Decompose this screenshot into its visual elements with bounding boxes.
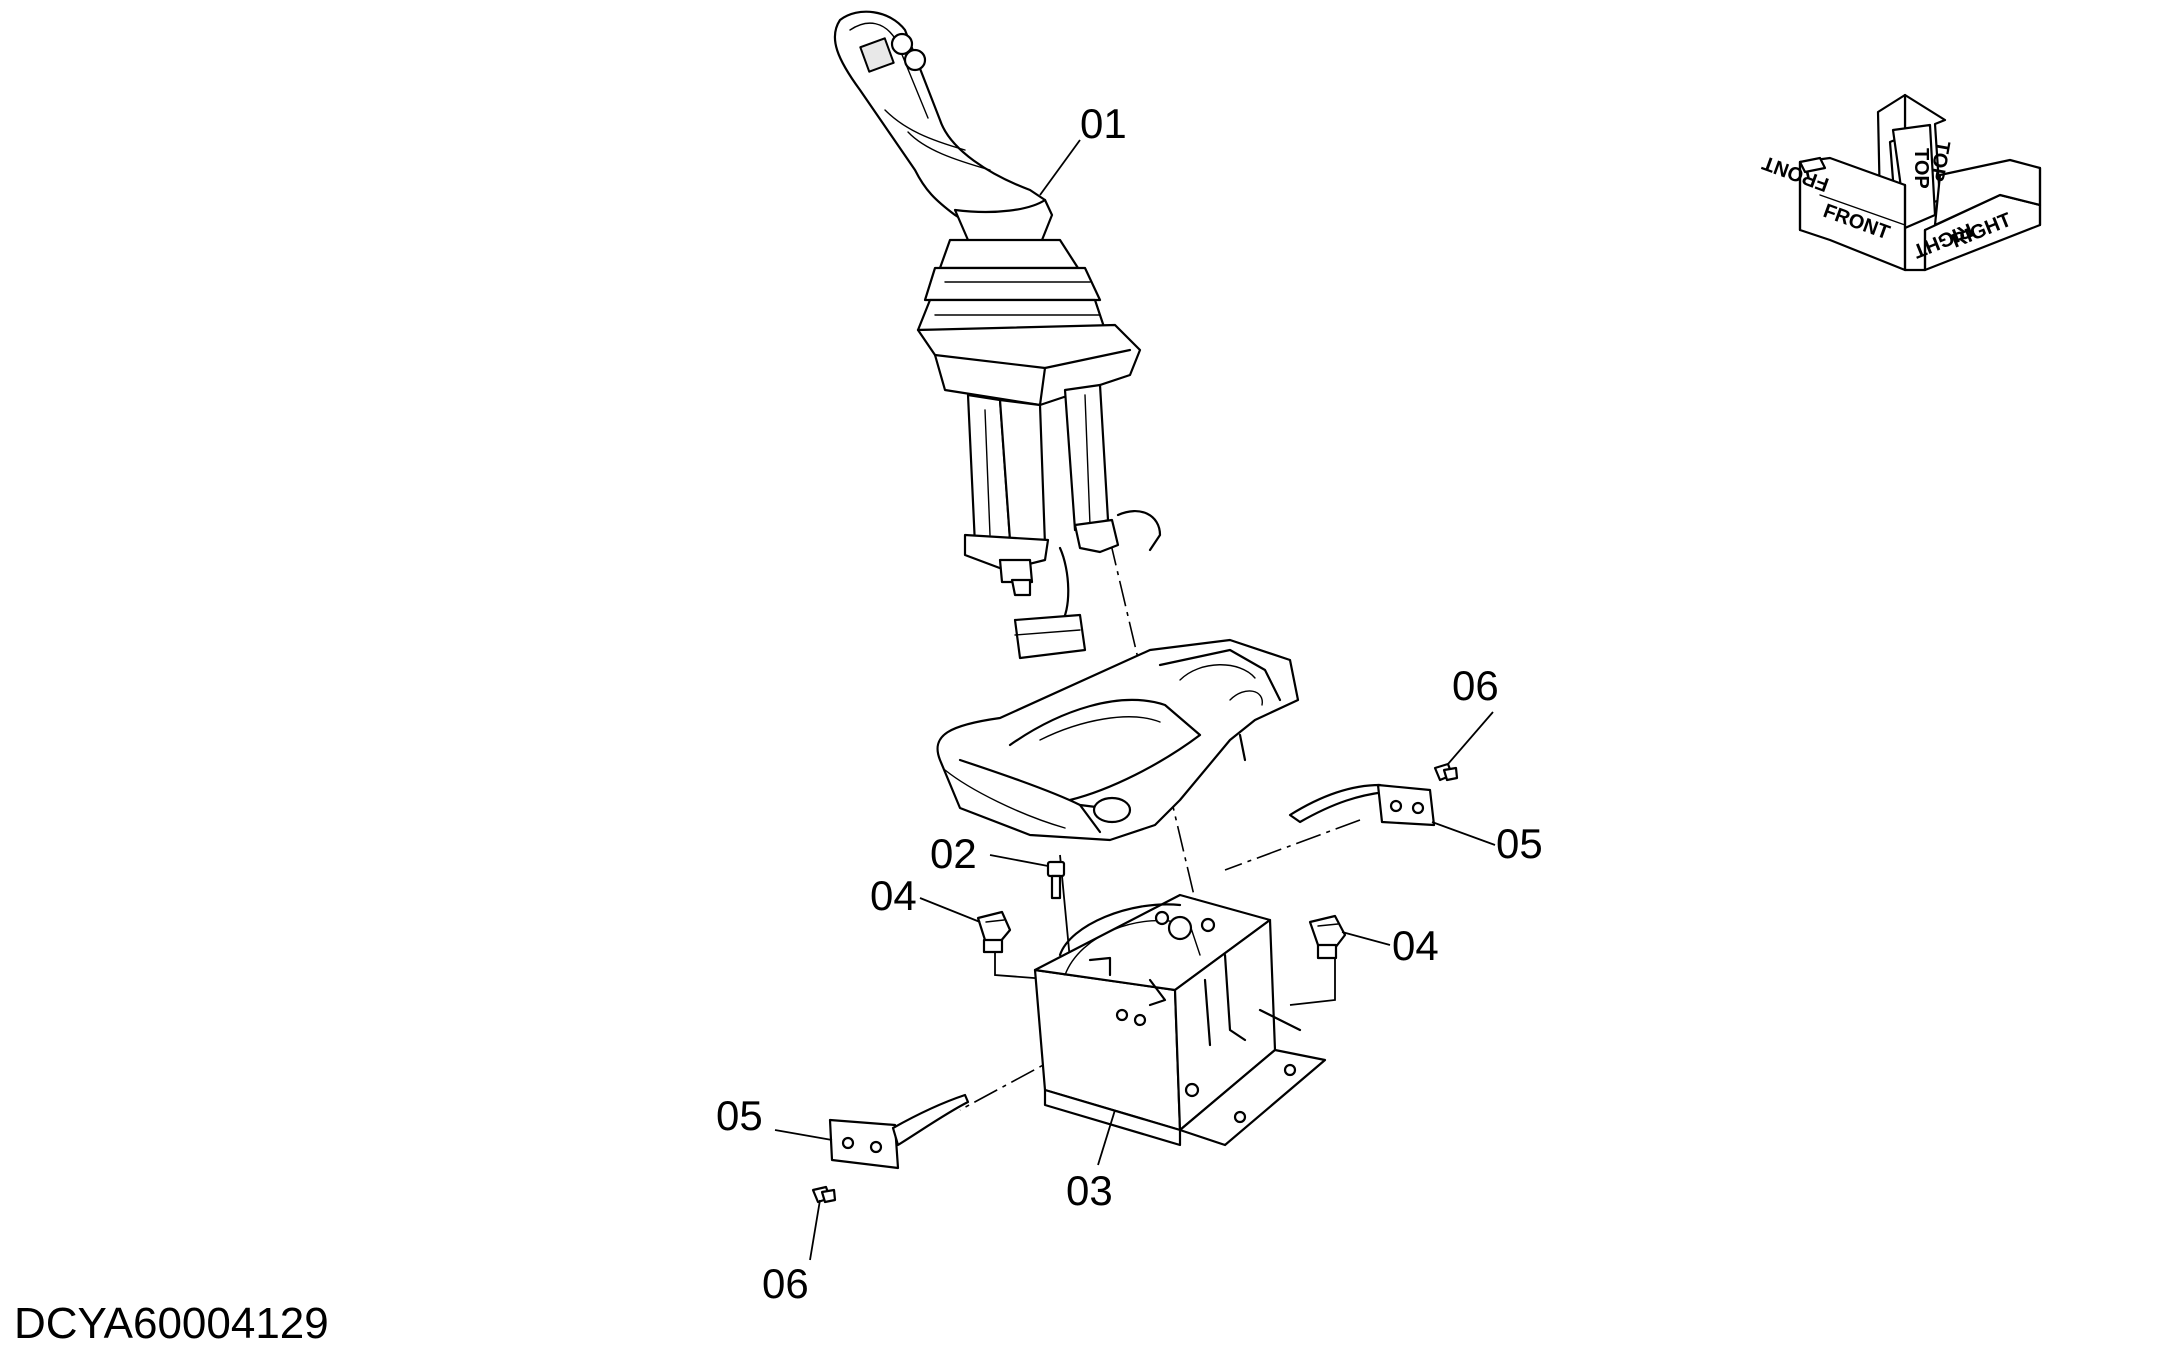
callouts: 01 02 03 04 04 05 05 06 06 — [716, 100, 1543, 1307]
callout-05-right: 05 — [1496, 820, 1543, 867]
small-screw-right — [1433, 762, 1459, 782]
plate-left — [828, 1093, 970, 1170]
bolt-left — [976, 910, 1012, 954]
top-label: TOP — [1910, 148, 1932, 189]
callout-03: 03 — [1066, 1167, 1113, 1214]
callout-02: 02 — [930, 830, 977, 877]
drawing-number: DCYA60004129 — [14, 1299, 329, 1348]
plate-right — [1288, 783, 1436, 827]
small-screw-left — [811, 1185, 837, 1204]
joystick-lever — [833, 10, 1162, 660]
screw — [1046, 860, 1066, 900]
callout-06-right: 06 — [1452, 662, 1499, 709]
orientation-compass: FRONT FRONT TOP TOP RIGHT RIGHT — [1760, 93, 2042, 272]
callout-01: 01 — [1080, 100, 1127, 147]
callout-06-left: 06 — [762, 1260, 809, 1307]
console-cover — [936, 638, 1300, 842]
bracket — [1033, 893, 1327, 1147]
leader-lines — [774, 139, 1496, 1261]
bolt-right — [1308, 914, 1347, 960]
callout-04-right: 04 — [1392, 922, 1439, 969]
callout-05-left: 05 — [716, 1092, 763, 1139]
callout-04-left: 04 — [870, 872, 917, 919]
